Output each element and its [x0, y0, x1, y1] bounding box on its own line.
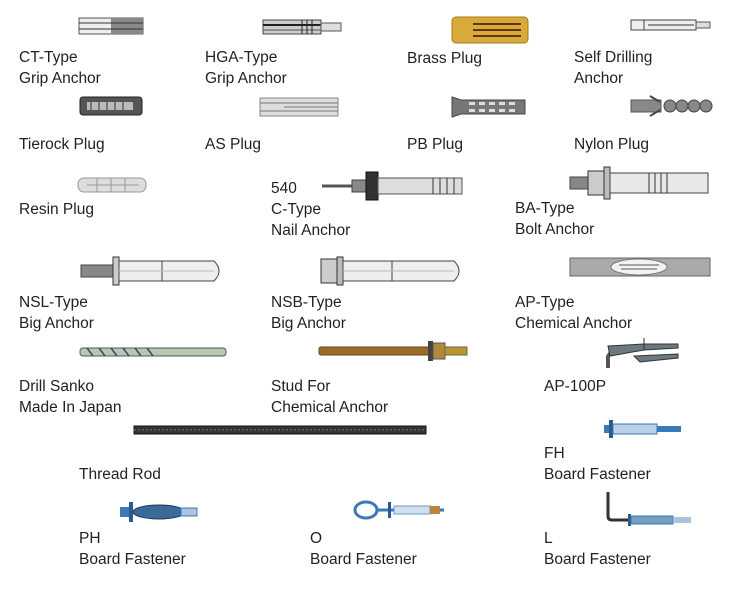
ap-100p-label: AP-100P: [544, 378, 607, 395]
l-board-fastener-image[interactable]: [600, 490, 694, 526]
nylon-plug-label: Nylon Plug: [574, 136, 649, 153]
nsl-type-big-anchor-image[interactable]: [80, 253, 226, 289]
brass-plug-label: Brass Plug: [407, 50, 482, 67]
ap-100p-rivet-tool-image[interactable]: [604, 336, 684, 370]
thread-rod-image[interactable]: [133, 424, 427, 436]
nylon-plug-image[interactable]: [630, 92, 714, 120]
as-plug-label: AS Plug: [205, 136, 262, 153]
ba-type-bolt-anchor-image[interactable]: [569, 163, 713, 203]
ph-board-fastener-image[interactable]: [119, 500, 201, 524]
stud-for-chemical-anchor-image[interactable]: [318, 338, 470, 364]
resin-plug-image[interactable]: [77, 176, 149, 194]
pb-plug-label: PB Plug: [407, 136, 464, 153]
self-drilling-anchor-image[interactable]: [630, 17, 712, 33]
ct-type-anchor-image[interactable]: [78, 15, 144, 37]
as-plug-image[interactable]: [259, 96, 341, 118]
thread-rod-label: Thread Rod: [79, 466, 161, 483]
pb-plug-image[interactable]: [451, 95, 527, 119]
hga-type-anchor-image[interactable]: [262, 16, 342, 38]
c-type-nail-anchor-image[interactable]: [318, 168, 468, 204]
fh-board-fastener-image[interactable]: [603, 418, 683, 440]
o-board-fastener-image[interactable]: [352, 496, 448, 524]
brass-plug-image[interactable]: [451, 15, 531, 45]
nsb-type-big-anchor-image[interactable]: [320, 253, 466, 289]
tierock-plug-label: Tierock Plug: [19, 136, 105, 153]
tierock-plug-image[interactable]: [79, 95, 145, 117]
resin-plug-label: Resin Plug: [19, 201, 94, 218]
ap-type-chemical-anchor-image[interactable]: [569, 256, 713, 278]
drill-sanko-image[interactable]: [79, 346, 227, 358]
